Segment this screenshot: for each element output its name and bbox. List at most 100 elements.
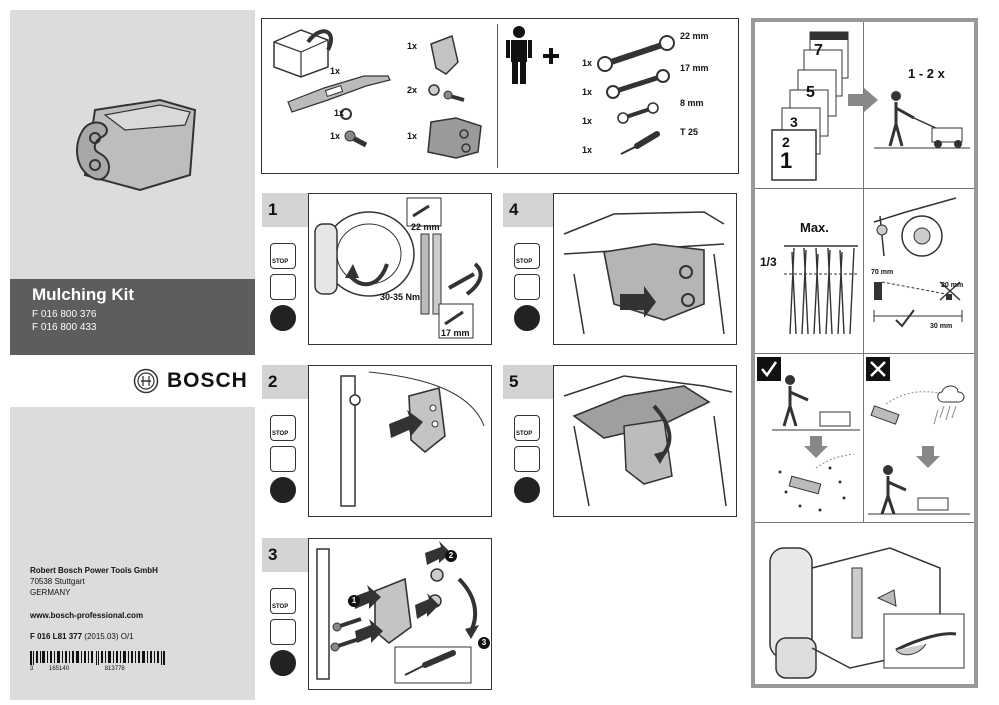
- brand-area: BOSCH: [10, 355, 255, 407]
- doc-version: (2015.03) O/1: [84, 632, 134, 641]
- step-5-illustration: [563, 375, 733, 507]
- bosch-logo-icon: [133, 368, 159, 394]
- calendar-day-1: 1: [780, 148, 793, 173]
- incorrect-cross-icon: [866, 357, 890, 381]
- step-1-number: 1: [262, 193, 308, 227]
- wear-gloves-icon: [270, 305, 296, 331]
- qty-blade: 1x: [330, 66, 341, 76]
- calendar-stack-illustration: [771, 31, 849, 181]
- product-title: Mulching Kit: [32, 285, 134, 304]
- cut-height-diagram: [873, 281, 963, 328]
- step-5-safety-icons: STOP: [514, 415, 540, 503]
- qty-plate: 1x: [407, 41, 418, 51]
- step-2-number: 2: [262, 365, 308, 399]
- barcode-numbers: 3 165140 813778: [30, 666, 165, 672]
- wear-gloves-icon: [514, 305, 540, 331]
- product-code-2: F 016 800 433: [32, 322, 97, 333]
- wear-gloves-icon: [514, 477, 540, 503]
- qty-screw: 1x: [330, 131, 341, 141]
- grass-cut-illustration: [784, 245, 858, 335]
- mowing-frequency: 1 - 2 x: [908, 66, 945, 81]
- step-1-illustration: [314, 197, 483, 339]
- tool-qty-1: 1x: [582, 58, 593, 68]
- correct-check-icon: [757, 357, 781, 381]
- step-1-17mm: 17 mm: [441, 328, 470, 338]
- qty-cover: 1x: [407, 131, 418, 141]
- contents-box: [261, 18, 739, 174]
- dry-grass-mowing-illustration: [772, 375, 860, 512]
- step-3-number: 3: [262, 538, 308, 572]
- kit-parts-illustration: [273, 29, 482, 159]
- tool-size-2: 17 mm: [680, 63, 709, 73]
- guide-divider-2: [755, 353, 974, 354]
- arrow-right-icon: [848, 88, 878, 112]
- barcode-left: 3: [30, 666, 34, 672]
- step-3-callout-3: 3: [478, 637, 490, 649]
- tool-qty-3: 1x: [582, 116, 593, 126]
- wet-grass-illustration: [868, 385, 970, 515]
- step-3-callout-2a: 2: [445, 550, 457, 562]
- step-1-safety-icons: STOP: [270, 243, 296, 331]
- company-name: Robert Bosch Power Tools GmbH: [30, 566, 158, 575]
- tool-qty-4: 1x: [582, 145, 593, 155]
- qty-clip: 1x: [334, 108, 345, 118]
- calendar-day-2: 2: [782, 134, 790, 150]
- website: www.bosch-professional.com: [30, 611, 144, 620]
- tool-size-3: 8 mm: [680, 98, 704, 108]
- doc-number: F 016 L81 377: [30, 632, 83, 641]
- wear-gloves-icon: [270, 477, 296, 503]
- guide-divider-3: [755, 522, 974, 523]
- stop-engine-icon: STOP: [270, 243, 296, 269]
- barcode-right: 813778: [104, 666, 125, 672]
- guide-divider-1: [755, 188, 974, 189]
- width-30mm: 30 mm: [930, 323, 953, 330]
- step-5-number: 5: [503, 365, 553, 399]
- brand-wordmark: BOSCH: [167, 369, 248, 392]
- step-4-illustration: [563, 211, 725, 335]
- step-1-torque: 30-35 Nm: [380, 292, 421, 302]
- one-third-label: 1/3: [760, 255, 777, 269]
- blade-cleaning-illustration: [769, 547, 965, 679]
- step-1-22mm: 22 mm: [411, 222, 440, 232]
- height-20mm: 20 mm: [941, 282, 964, 289]
- title-band: Mulching Kit F 016 800 376 F 016 800 433: [10, 279, 255, 355]
- contents-divider: [497, 24, 498, 168]
- step-3-illustration: [316, 541, 479, 684]
- doc-info: F 016 L81 377 (2015.03) O/1: [30, 632, 134, 641]
- max-label: Max.: [800, 220, 829, 235]
- person-mowing-illustration: [874, 91, 970, 149]
- stop-engine-icon: STOP: [514, 415, 540, 441]
- tool-qty-2: 1x: [582, 87, 593, 97]
- mulching-plug-illustration: [76, 98, 197, 192]
- calendar-day-7: 7: [814, 42, 823, 59]
- tool-size-1: 22 mm: [680, 31, 709, 41]
- wear-gloves-icon: [270, 650, 296, 676]
- step-4-safety-icons: STOP: [514, 243, 540, 331]
- disconnect-spark-plug-icon: [270, 446, 296, 472]
- disconnect-spark-plug-icon: [514, 446, 540, 472]
- disconnect-spark-plug-icon: [270, 274, 296, 300]
- stop-engine-icon: STOP: [270, 588, 296, 614]
- stop-engine-icon: STOP: [270, 415, 296, 441]
- tool-size-4: T 25: [680, 127, 699, 137]
- disconnect-spark-plug-icon: [270, 619, 296, 645]
- height-70mm: 70 mm: [871, 269, 894, 276]
- company-city: 70538 Stuttgart: [30, 577, 85, 586]
- barcode: [30, 651, 165, 665]
- stop-engine-icon: STOP: [514, 243, 540, 269]
- barcode-mid: 165140: [49, 666, 70, 672]
- step-3-callout-1a: 1: [348, 595, 360, 607]
- tools-illustration: [506, 26, 675, 155]
- step-3-safety-icons: STOP: [270, 588, 296, 676]
- mower-height-illustration: [873, 197, 957, 257]
- guide-divider-vertical: [863, 22, 864, 522]
- company-country: GERMANY: [30, 588, 71, 597]
- calendar-day-3: 3: [790, 114, 798, 130]
- qty-bolts: 2x: [407, 85, 418, 95]
- step-2-illustration: [340, 371, 485, 507]
- calendar-day-5: 5: [806, 84, 815, 101]
- step-4-number: 4: [503, 193, 553, 227]
- product-code-1: F 016 800 376: [32, 309, 97, 320]
- step-2-panel: [308, 365, 492, 517]
- disconnect-spark-plug-icon: [514, 274, 540, 300]
